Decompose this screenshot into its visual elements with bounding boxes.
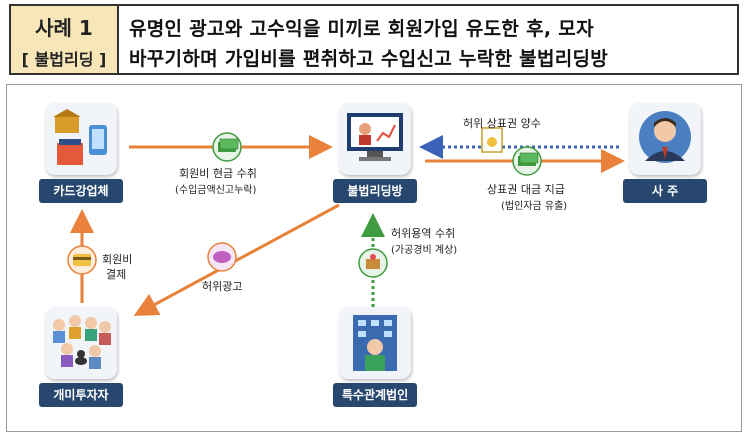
fee-payment-label: 회원비: [102, 253, 133, 266]
case-title: 사례 1: [35, 16, 93, 40]
ant-investors-label: 개미투자자: [39, 383, 123, 407]
fake-brand-label: 허위 상표권 양수: [463, 117, 541, 130]
money-icon-brand-payment: [512, 146, 542, 176]
owner-label: 사 주: [623, 179, 707, 203]
brand-payment-sublabel: (법인자금 유출): [501, 201, 568, 212]
card-company-label: 카드강업체: [39, 179, 123, 203]
box-icon-service: [358, 248, 388, 278]
title-line-2: 바꾸기하며 가입비를 편취하고 수입신고 누락한 불법리딩방: [129, 48, 609, 70]
fake-service-label: 허위용역 수취: [391, 227, 456, 240]
case-badge: 사례 1 [ 불법리딩 ]: [9, 4, 119, 75]
flow-arrows: [67, 127, 625, 316]
money-icon-fee: [212, 132, 242, 162]
arrow-fake-ad: [133, 203, 340, 316]
owner-icon: [629, 103, 701, 175]
card-icon-payment: [67, 245, 97, 275]
title-box: 유명인 광고와 고수익을 미끼로 회원가입 유도한 후, 모자 바꾸기하며 가입…: [119, 4, 739, 75]
ant-investors-icon: [45, 307, 117, 379]
fake-service-sublabel: (가공경비 계상): [391, 245, 458, 256]
case-subtitle: [ 불법리딩 ]: [21, 50, 107, 69]
document-icon-brand: [481, 127, 503, 153]
illegal-room-icon: [339, 103, 411, 175]
diagram-frame: 카드강업체 불법리딩방 사 주: [6, 84, 742, 432]
card-company-icon: [45, 103, 117, 175]
brand-payment-label: 상표권 대금 지급: [487, 183, 565, 196]
related-corp-icon: [339, 307, 411, 379]
fee-cash-label: 회원비 현금 수취: [179, 167, 257, 180]
title-line-1: 유명인 광고와 고수익을 미끼로 회원가입 유도한 후, 모자: [129, 18, 594, 40]
related-corp-label: 특수관계법인: [333, 383, 417, 407]
ad-icon: [207, 242, 237, 272]
fake-ad-label: 허위광고: [202, 280, 243, 293]
header: 사례 1 [ 불법리딩 ] 유명인 광고와 고수익을 미끼로 회원가입 유도한 …: [9, 4, 739, 77]
illegal-room-label: 불법리딩방: [333, 179, 417, 203]
fee-payment-sublabel: 결제: [106, 268, 127, 281]
fee-cash-sublabel: (수입금액신고누락): [175, 185, 257, 196]
